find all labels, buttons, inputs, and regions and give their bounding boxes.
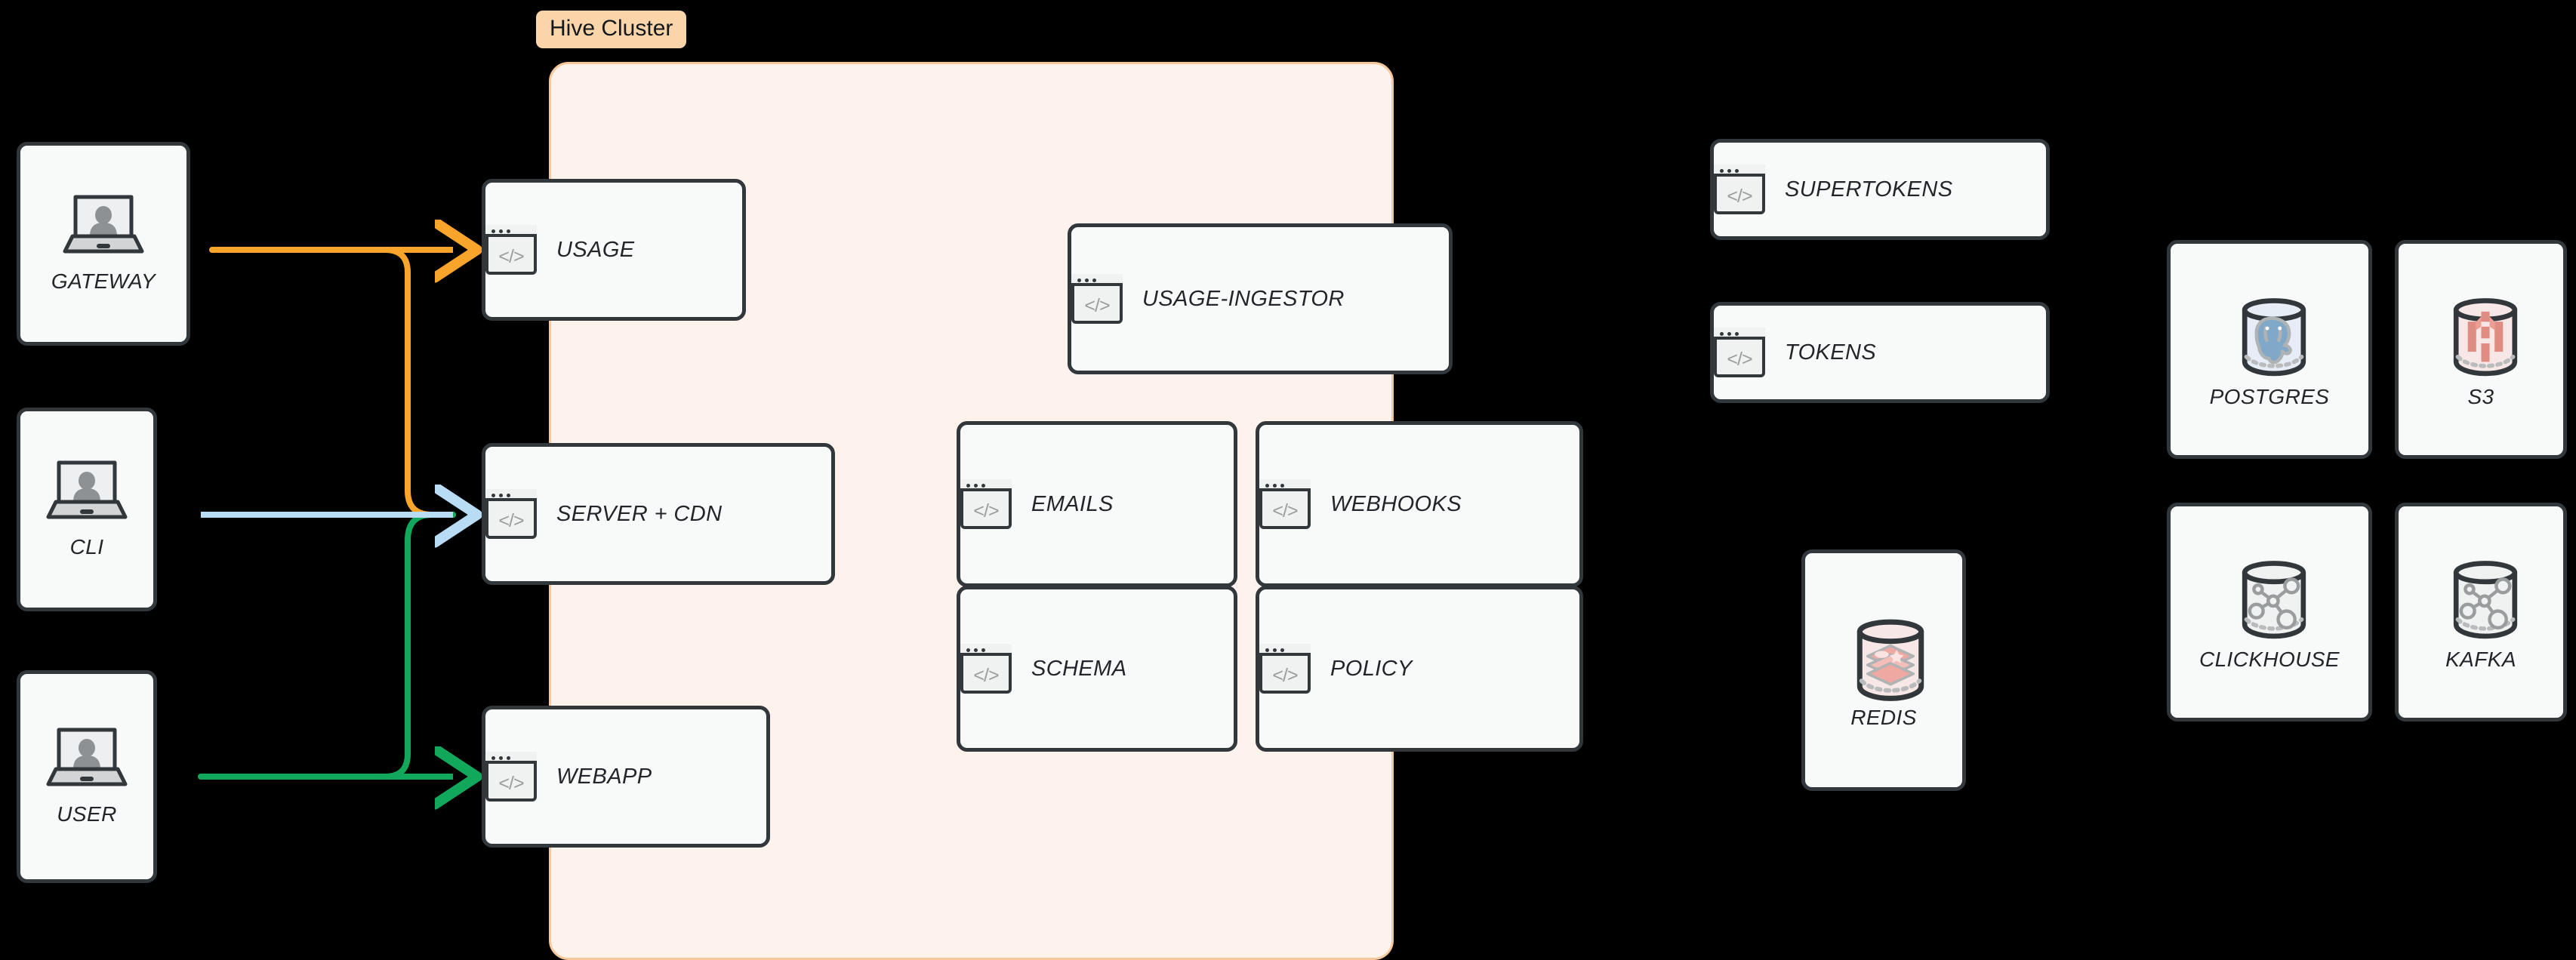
code-glyph: </>: [498, 509, 524, 531]
client-node-gateway[interactable]: GATEWAY: [17, 142, 190, 346]
code-glyph: </>: [973, 664, 999, 686]
client-node-cli[interactable]: CLI: [17, 408, 157, 611]
postgres-cylinder-icon: [2228, 290, 2311, 377]
code-window-icon: </>: [485, 225, 537, 275]
code-window-icon: </>: [1714, 165, 1765, 214]
code-glyph: </>: [1727, 348, 1752, 370]
code-glyph: </>: [1272, 664, 1298, 686]
service-label: WEBHOOKS: [1330, 491, 1462, 516]
laptop-user-icon: [45, 727, 128, 790]
service-label: SCHEMA: [1031, 656, 1127, 681]
service-label: WEBAPP: [556, 764, 652, 789]
client-label: CLI: [69, 535, 104, 558]
datastore-label: S3: [2467, 385, 2494, 408]
datastore-label: KAFKA: [2445, 648, 2516, 671]
service-label: EMAILS: [1031, 491, 1114, 516]
datastore-node-s3[interactable]: S3: [2395, 240, 2567, 459]
client-node-user[interactable]: USER: [17, 670, 157, 883]
service-label: POLICY: [1330, 656, 1413, 681]
s3-cylinder-icon: [2439, 290, 2522, 377]
service-node-supertokens[interactable]: </> SUPERTOKENS: [1710, 139, 2050, 240]
wire-user-to-server: [198, 512, 456, 780]
code-glyph: </>: [498, 245, 524, 267]
service-label: USAGE: [556, 237, 635, 262]
code-window-icon: </>: [485, 489, 537, 539]
code-glyph: </>: [1727, 185, 1752, 207]
diagram-canvas: Hive Cluster: [17, 11, 2567, 960]
hive-cluster-badge: Hive Cluster: [536, 11, 687, 48]
datastore-node-redis[interactable]: REDIS: [1801, 549, 1966, 791]
datastore-node-clickhouse[interactable]: CLICKHOUSE: [2167, 503, 2372, 722]
kafka-cylinder-icon: [2439, 552, 2522, 639]
datastore-node-kafka[interactable]: KAFKA: [2395, 503, 2567, 722]
code-window-icon: </>: [485, 752, 537, 802]
service-node-webapp[interactable]: </> WEBAPP: [482, 706, 770, 848]
datastore-label: CLICKHOUSE: [2199, 648, 2340, 671]
laptop-user-icon: [45, 460, 128, 523]
service-node-server-cdn[interactable]: </> SERVER + CDN: [482, 443, 835, 585]
code-window-icon: </>: [1714, 328, 1765, 377]
service-label: USAGE-INGESTOR: [1142, 286, 1345, 311]
service-node-tokens[interactable]: </> TOKENS: [1710, 302, 2050, 403]
datastore-label: POSTGRES: [2209, 385, 2330, 408]
service-node-emails[interactable]: </> EMAILS: [957, 421, 1237, 587]
code-glyph: </>: [973, 500, 999, 522]
wire-gateway-to-server: [209, 247, 456, 518]
service-node-usage-ingestor[interactable]: </> USAGE-INGESTOR: [1068, 223, 1453, 374]
service-node-schema[interactable]: </> SCHEMA: [957, 586, 1237, 752]
redis-cylinder-icon: [1842, 611, 1925, 701]
code-glyph: </>: [1084, 294, 1110, 316]
client-label: GATEWAY: [51, 269, 156, 293]
service-node-policy[interactable]: </> POLICY: [1256, 586, 1583, 752]
service-label: SUPERTOKENS: [1785, 177, 1953, 202]
datastore-label: REDIS: [1850, 706, 1917, 729]
laptop-user-icon: [62, 194, 145, 257]
service-node-webhooks[interactable]: </> WEBHOOKS: [1256, 421, 1583, 587]
client-label: USER: [57, 802, 117, 826]
datastore-node-postgres[interactable]: POSTGRES: [2167, 240, 2372, 459]
code-window-icon: </>: [1259, 644, 1311, 694]
code-window-icon: </>: [960, 479, 1012, 529]
code-glyph: </>: [1272, 500, 1298, 522]
service-node-usage[interactable]: </> USAGE: [482, 179, 746, 321]
code-glyph: </>: [498, 772, 524, 794]
service-label: SERVER + CDN: [556, 501, 723, 526]
code-window-icon: </>: [960, 644, 1012, 694]
service-label: TOKENS: [1785, 340, 1877, 365]
code-window-icon: </>: [1259, 479, 1311, 529]
code-window-icon: </>: [1071, 274, 1123, 324]
clickhouse-cylinder-icon: [2228, 552, 2311, 639]
